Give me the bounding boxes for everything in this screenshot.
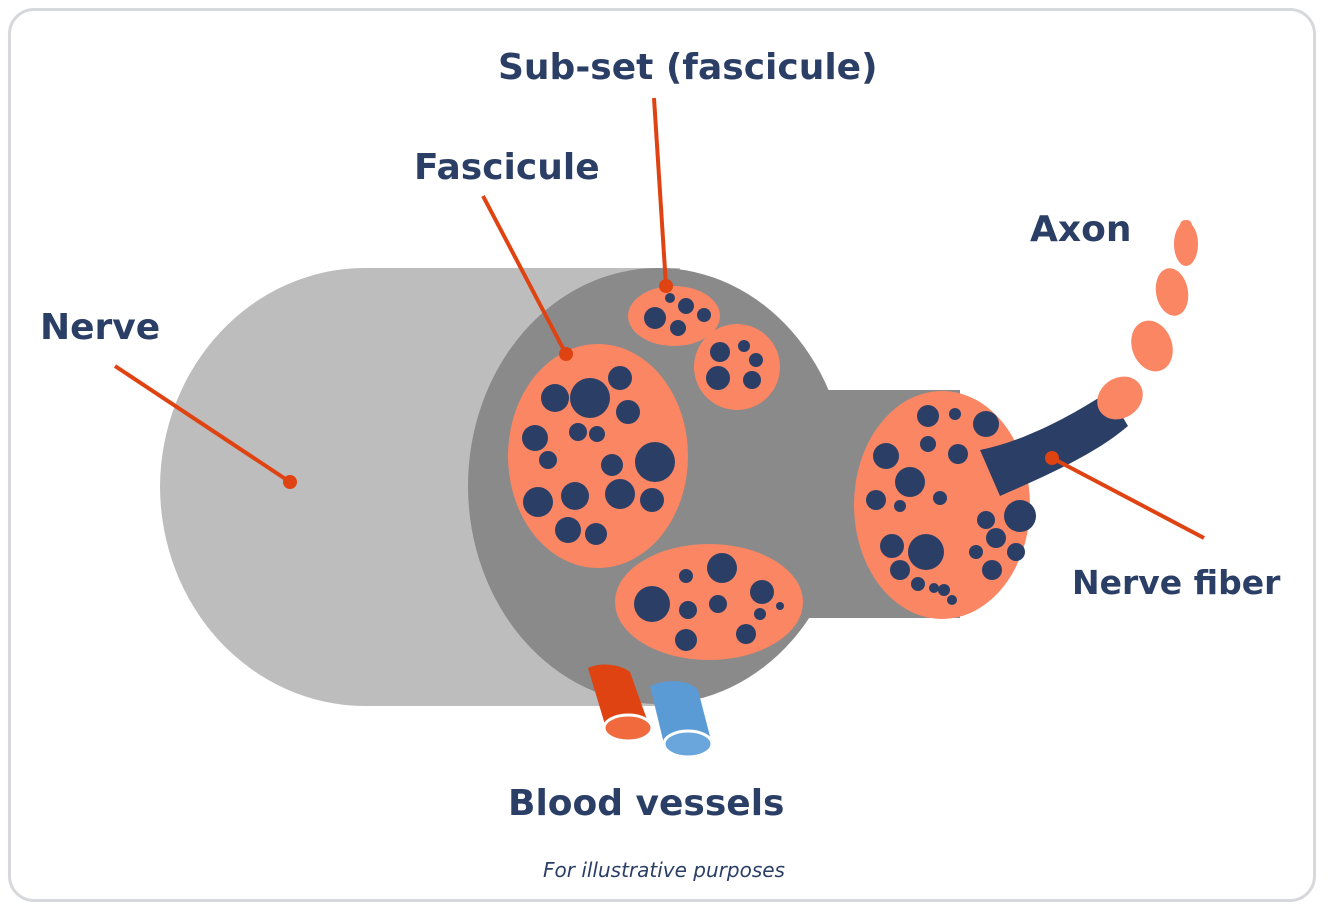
leader-dot-nerve — [283, 475, 297, 489]
label-blood-vessels: Blood vessels — [508, 786, 784, 822]
fascicule-bottom — [615, 544, 803, 660]
leader-line-subset — [654, 98, 666, 286]
label-fascicule: Fascicule — [414, 150, 600, 186]
label-nerve-fiber: Nerve fiber — [1072, 566, 1280, 599]
leader-dot-nerve-fiber — [1045, 451, 1059, 465]
artery-end — [604, 715, 652, 741]
fascicule-medium — [694, 324, 780, 410]
leader-dot-subset — [659, 279, 673, 293]
label-axon: Axon — [1030, 212, 1131, 248]
vein-end — [664, 731, 712, 757]
fascicule-branch — [854, 391, 1036, 619]
leader-dot-fascicule — [559, 347, 573, 361]
leader-line-nerve-fiber — [1052, 458, 1204, 538]
axon-shape — [1089, 220, 1198, 428]
fascicule-large — [508, 344, 688, 568]
caption-text: For illustrative purposes — [0, 860, 1328, 880]
label-subset: Sub-set (fascicule) — [498, 50, 878, 86]
label-nerve: Nerve — [40, 310, 160, 346]
